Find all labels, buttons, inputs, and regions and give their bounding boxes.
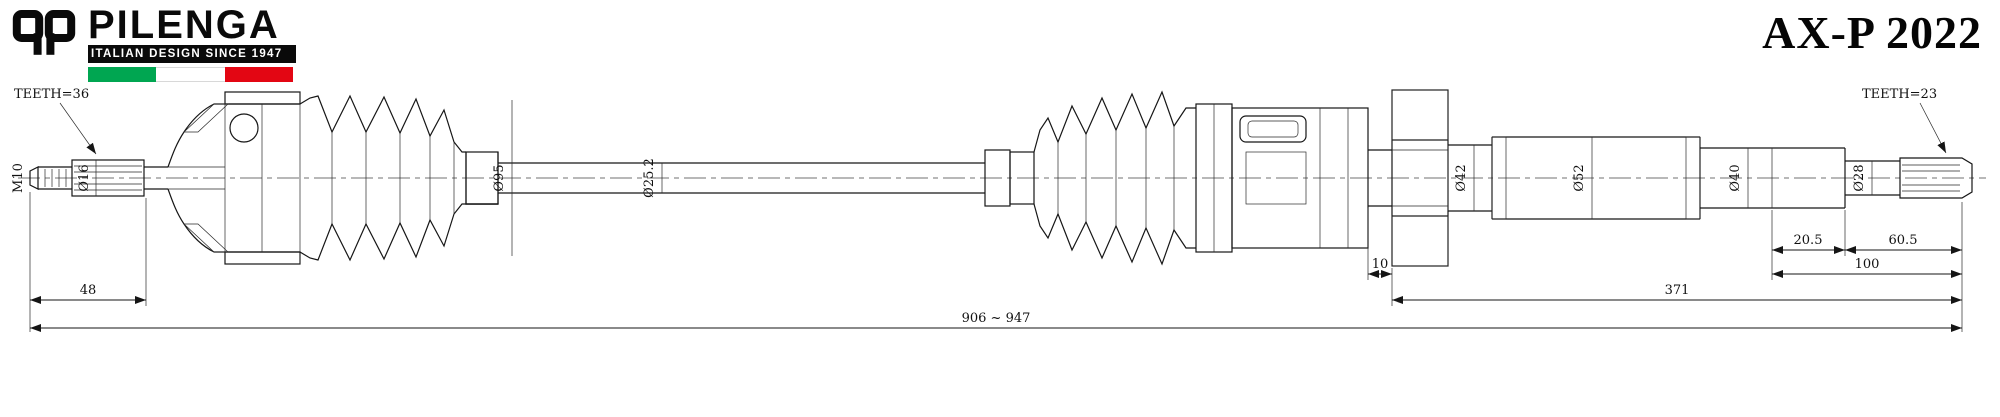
label-dia-boot-left: Ø95: [492, 164, 507, 191]
center-support-bearing: [1391, 89, 1449, 267]
dim-end-section-length: 100: [1855, 257, 1880, 272]
inner-cv-joint: [1195, 103, 1392, 253]
dim-overall-length: 906 ~ 947: [962, 311, 1031, 326]
label-teeth-right: TEETH=23: [1862, 87, 1937, 102]
dimension-left-stub: 48: [30, 283, 146, 304]
diameter-labels: M10 Ø16 Ø95 Ø25.2 Ø42 Ø52 Ø40 Ø28: [11, 100, 1873, 256]
italian-flag: [88, 67, 293, 82]
dimension-right-section: 371: [1392, 283, 1962, 304]
label-dia-bearing-seat: Ø42: [1454, 164, 1469, 191]
right-spline-stub: [1899, 157, 1973, 199]
output-shaft: [1447, 136, 1900, 220]
qp-monogram-icon: [12, 10, 76, 55]
flag-white-block: [156, 67, 225, 82]
label-dia-end-right: Ø28: [1852, 164, 1867, 191]
left-boot: [299, 94, 499, 262]
header: PILENGA ITALIAN DESIGN SINCE 1947 AX-P 2…: [12, 3, 1982, 82]
dimension-bearing-step: 10: [1368, 257, 1392, 278]
dim-bearing-step: 10: [1372, 257, 1389, 272]
left-stub-shaft: [29, 159, 168, 197]
dimension-end-section: 100: [1772, 257, 1962, 278]
flag-red-block: [224, 67, 293, 82]
dim-right-section-length: 371: [1665, 283, 1690, 298]
flag-green-block: [88, 67, 157, 82]
dim-left-stub-length: 48: [80, 283, 97, 298]
part-number: AX-P 2022: [1762, 7, 1982, 58]
label-dia-seat-right: Ø40: [1728, 164, 1743, 191]
label-thread-left: M10: [11, 163, 26, 193]
label-dia-damper: Ø52: [1572, 164, 1587, 191]
brand-logo: PILENGA ITALIAN DESIGN SINCE 1947: [12, 3, 297, 82]
label-dia-shaft: Ø25.2: [642, 158, 657, 198]
right-boot: [1009, 90, 1196, 266]
label-dia-stub-left: Ø16: [77, 164, 92, 191]
dimension-overall: 906 ~ 947: [30, 311, 1962, 332]
dimension-extension-lines: [29, 192, 1963, 332]
dimension-seg-short: 20.5: [1772, 233, 1845, 254]
label-teeth-left: TEETH=36: [14, 87, 89, 102]
brand-tagline: ITALIAN DESIGN SINCE 1947: [88, 45, 297, 63]
dimension-seg-long: 60.5: [1845, 233, 1962, 254]
brand-name: PILENGA: [88, 3, 280, 47]
left-outer-cv-joint: [167, 91, 301, 265]
dim-seg-short: 20.5: [1794, 233, 1823, 248]
teeth-labels: TEETH=36 TEETH=23: [14, 87, 1947, 155]
dim-seg-long: 60.5: [1889, 233, 1918, 248]
